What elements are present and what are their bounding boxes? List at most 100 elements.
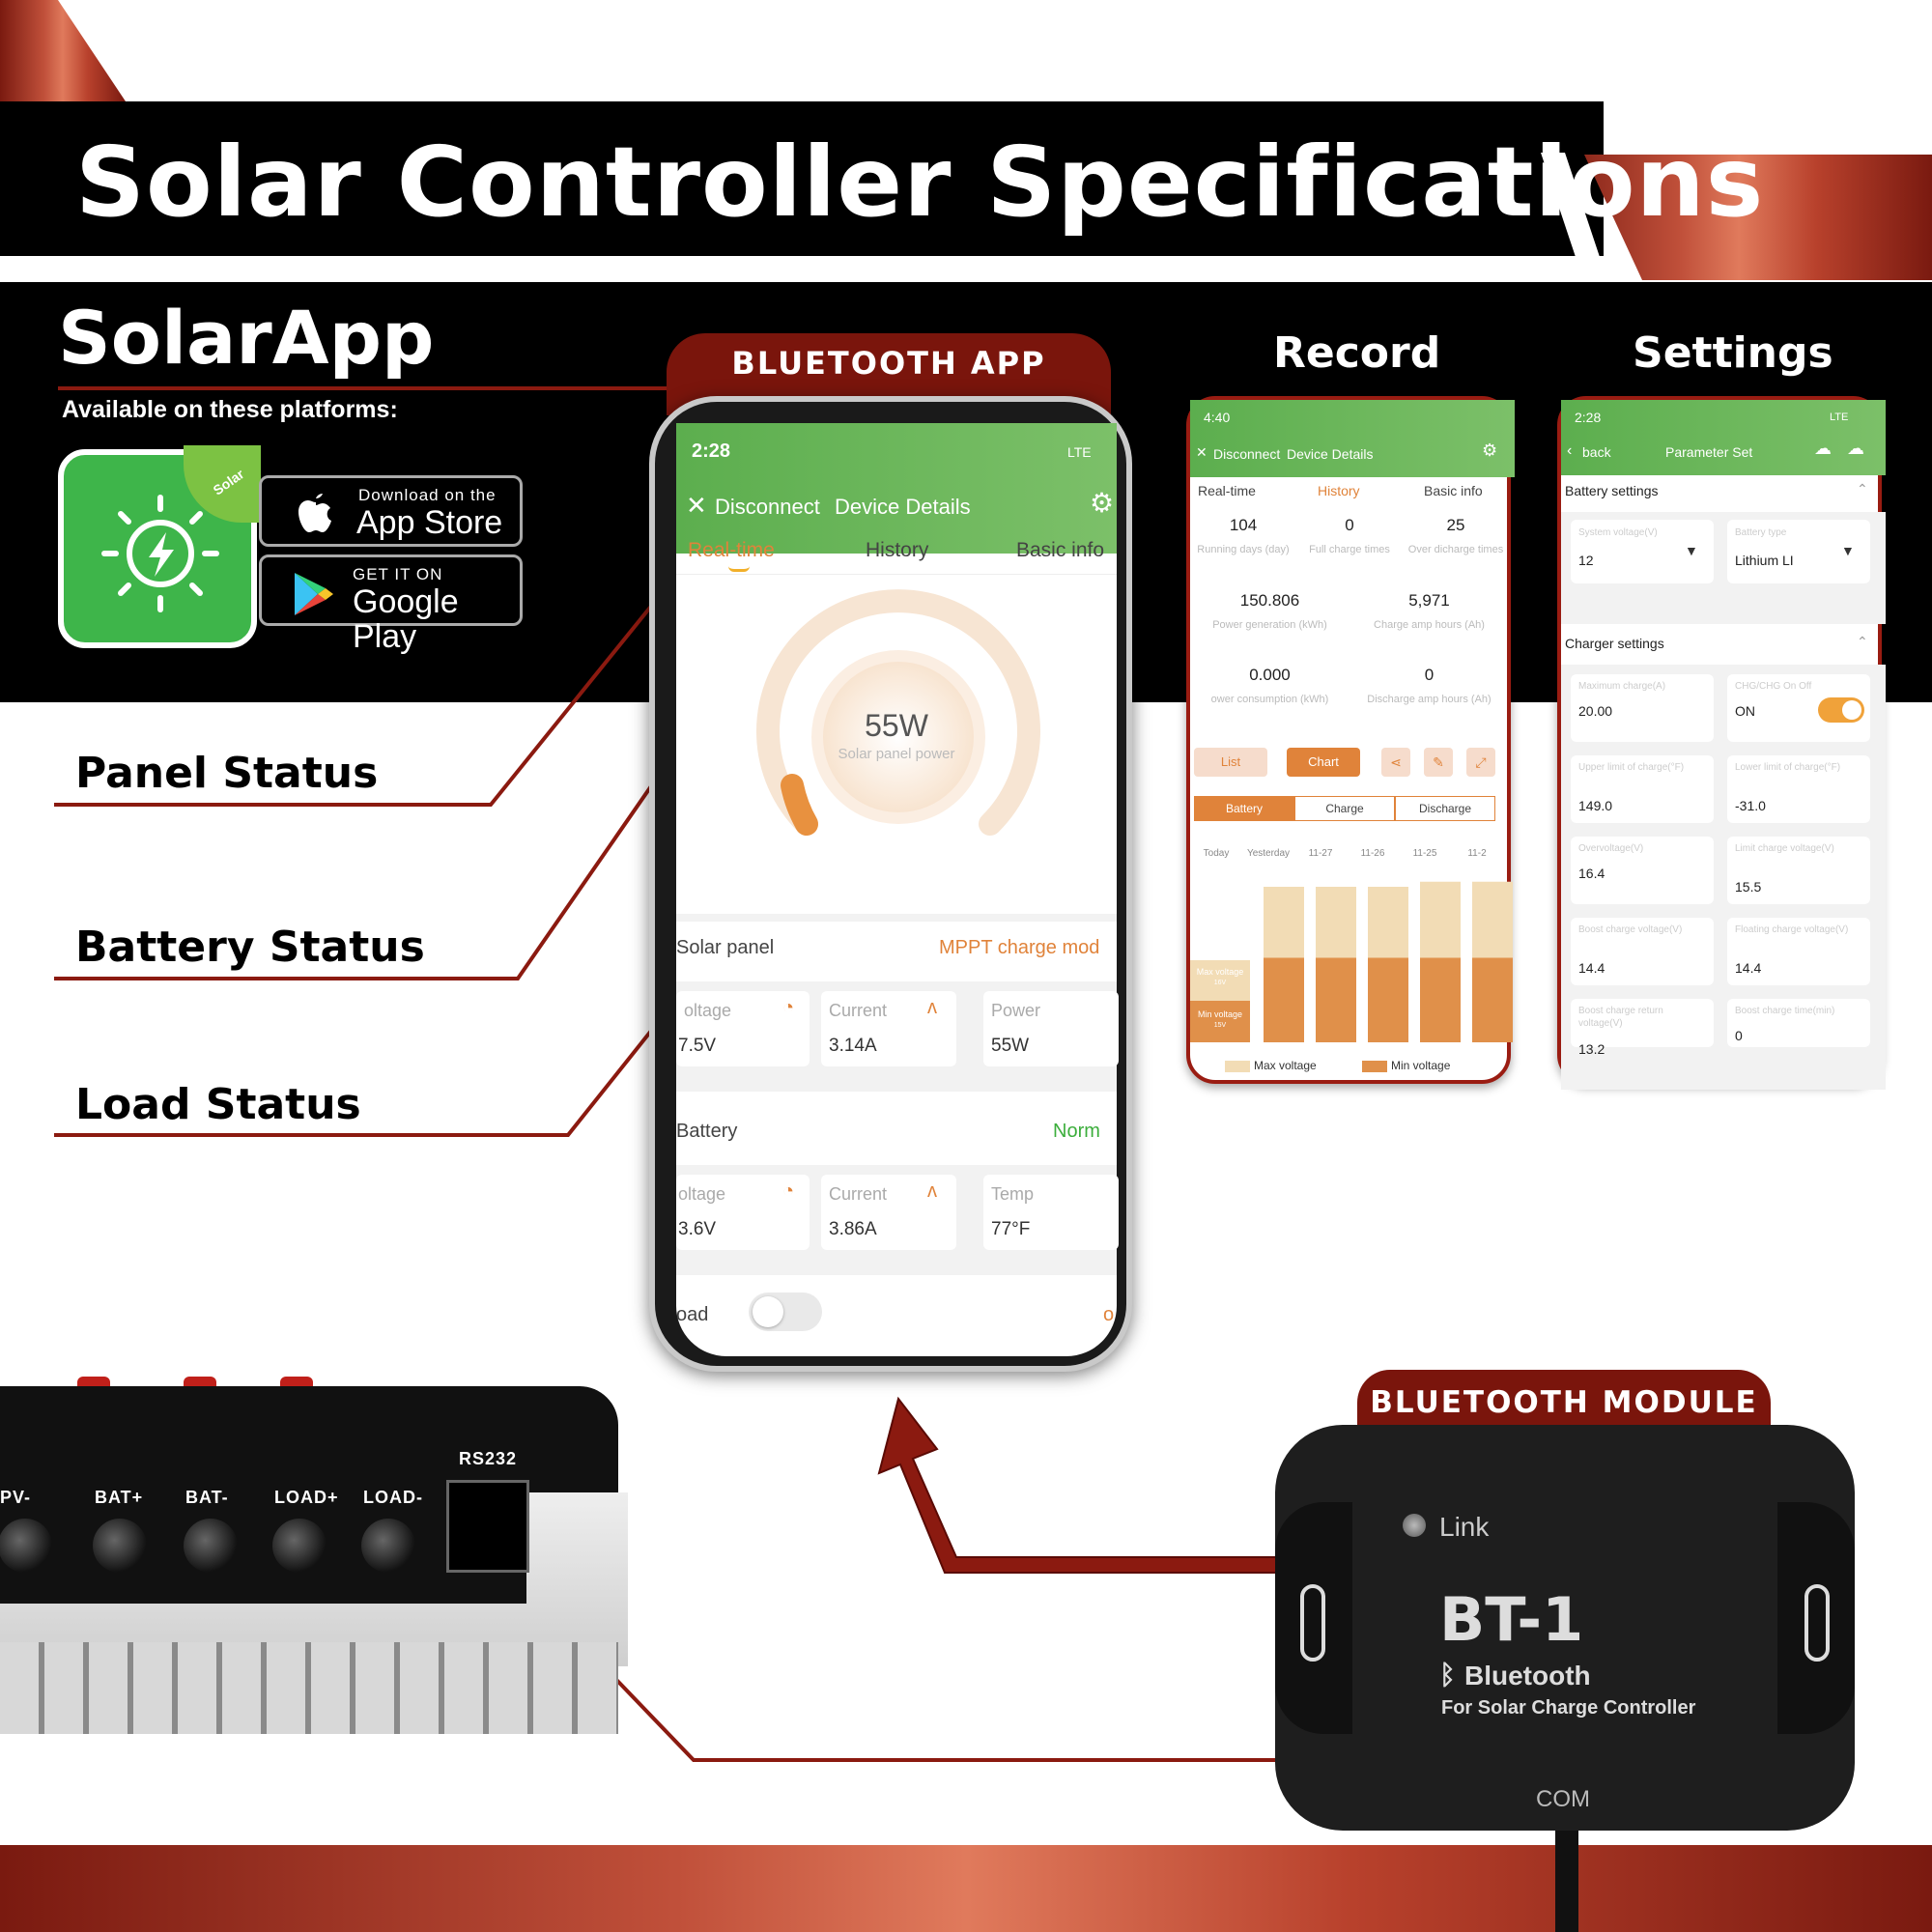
module-left-ear: [1275, 1502, 1352, 1734]
record-disconnect[interactable]: Disconnect: [1213, 446, 1281, 462]
chevron-up-icon[interactable]: ⌃: [1857, 481, 1868, 497]
apple-icon: [297, 490, 335, 536]
load-label: oad: [676, 1304, 709, 1325]
battery-temp-value: 77°F: [991, 1219, 1031, 1239]
chg-toggle[interactable]: [1818, 697, 1864, 723]
record-heading: Record: [1273, 328, 1441, 378]
setting-field[interactable]: Boost charge return voltage(V)13.2: [1571, 999, 1714, 1057]
expand-icon[interactable]: ⤢: [1466, 748, 1495, 777]
record-tab-basic[interactable]: Basic info: [1424, 483, 1483, 498]
setting-field[interactable]: Upper limit of charge(°F)149.0: [1571, 755, 1714, 823]
bar-min: [1472, 957, 1513, 1042]
record-stat-value: 0: [1345, 516, 1354, 534]
setting-field[interactable]: Lower limit of charge(°F)-31.0: [1727, 755, 1870, 823]
bluetooth-module-label: BLUETOOTH MODULE: [1370, 1385, 1758, 1420]
terminal-port[interactable]: [272, 1519, 327, 1573]
link-led: [1403, 1514, 1426, 1537]
setting-field[interactable]: Maximum charge(A)20.00: [1571, 674, 1714, 742]
record-stat-label: Over dicharge times: [1407, 544, 1504, 555]
google-play-button[interactable]: GET IT ON Google Play: [259, 554, 523, 654]
load-toggle[interactable]: [749, 1293, 822, 1331]
setting-field[interactable]: Limit charge voltage(V) 15.5: [1727, 837, 1870, 904]
record-header: [1190, 400, 1515, 477]
title-band: [0, 101, 1604, 256]
setting-field-label: Limit charge voltage(V): [1735, 843, 1834, 854]
chart-button[interactable]: Chart: [1287, 748, 1360, 777]
gear-icon[interactable]: ⚙: [1482, 440, 1498, 460]
chart-tab-discharge[interactable]: Discharge: [1395, 796, 1495, 821]
record-stat-label: Charge amp hours (Ah): [1374, 619, 1485, 631]
battery-type-select[interactable]: Battery type Lithium LI ▼: [1727, 520, 1870, 583]
setting-field[interactable]: Boost charge time(min)0: [1727, 999, 1870, 1047]
terminal-port[interactable]: [184, 1519, 238, 1573]
terminal-port[interactable]: [0, 1519, 52, 1573]
record-stat-value: 150.806: [1239, 591, 1300, 610]
legend-min-swatch: [1362, 1061, 1387, 1072]
solar-power-card: Power 55W: [983, 991, 1119, 1066]
clean-icon[interactable]: ✎: [1424, 748, 1453, 777]
setting-field-value: 14.4: [1578, 960, 1605, 976]
close-icon[interactable]: ✕: [686, 491, 707, 520]
main-phone-screen: 2:28 LTE ✕ Disconnect Device Details ⚙ R…: [676, 423, 1119, 1356]
module-right-ear: [1777, 1502, 1855, 1734]
solar-voltage-card: oltage ◔ 7.5V: [676, 991, 810, 1066]
charger-settings-heading: Charger settings: [1565, 636, 1664, 651]
chart-tab-charge[interactable]: Charge: [1294, 796, 1395, 821]
back-chevron-icon[interactable]: ‹: [1567, 442, 1573, 459]
chart-day-label: Today: [1204, 848, 1230, 859]
bottom-accent-band: [0, 1845, 1932, 1932]
status-network: LTE: [1067, 444, 1092, 460]
setting-field[interactable]: Boost charge voltage(V) 14.4: [1571, 918, 1714, 985]
module-left-slot: [1300, 1584, 1325, 1662]
cloud-upload-icon[interactable]: ☁: [1814, 439, 1832, 458]
link-label: Link: [1439, 1512, 1490, 1542]
record-stat-value: 0.000: [1249, 666, 1291, 684]
close-icon[interactable]: ✕: [1196, 444, 1208, 460]
list-button[interactable]: List: [1194, 748, 1267, 777]
system-voltage-select[interactable]: System voltage(V) 12 ▼: [1571, 520, 1714, 583]
record-stat-value: 5,971: [1408, 591, 1450, 610]
tab-basic-info[interactable]: Basic info: [1016, 539, 1105, 561]
chart-day-label: 11-27: [1309, 848, 1333, 859]
setting-field-label: Maximum charge(A): [1578, 681, 1666, 692]
record-tab-realtime[interactable]: Real-time: [1198, 483, 1256, 498]
setting-field[interactable]: Floating charge voltage(V)14.4: [1727, 918, 1870, 985]
rs232-port[interactable]: [446, 1480, 529, 1573]
app-store-button[interactable]: Download on the App Store: [259, 475, 523, 547]
today-min-block: [1190, 1001, 1250, 1042]
app-store-small-text: Download on the: [358, 486, 497, 504]
today-block-label: Max voltage: [1197, 967, 1244, 977]
solar-section-divider: [676, 914, 1117, 922]
tab-realtime-underline: [728, 566, 750, 572]
battery-type-label: Battery type: [1735, 527, 1787, 538]
chart-tab-battery[interactable]: Battery: [1194, 796, 1294, 821]
setting-field-label: Boost charge voltage(V): [1578, 924, 1683, 935]
today-block-label: 15V: [1214, 1022, 1227, 1029]
share-icon[interactable]: ⋖: [1381, 748, 1410, 777]
disconnect-link[interactable]: Disconnect: [715, 495, 820, 519]
setting-field-label: Overvoltage(V): [1578, 843, 1644, 854]
cloud-download-icon[interactable]: ☁: [1847, 439, 1864, 458]
legend-max-label: Max voltage: [1254, 1059, 1317, 1072]
terminal-port[interactable]: [93, 1519, 147, 1573]
legend-min-label: Min voltage: [1391, 1059, 1451, 1072]
bar-min: [1368, 957, 1408, 1042]
setting-field[interactable]: Overvoltage(V)16.4: [1571, 837, 1714, 904]
app-name-underline: [58, 386, 671, 390]
chevron-up-icon[interactable]: ⌃: [1857, 634, 1868, 649]
tab-history[interactable]: History: [866, 539, 929, 561]
gear-icon[interactable]: ⚙: [1090, 488, 1115, 518]
com-label: COM: [1536, 1786, 1590, 1812]
bt1-module: Link BT-1 ᛒ Bluetooth For Solar Charge C…: [1275, 1425, 1855, 1831]
setting-field-value: 15.5: [1735, 879, 1762, 895]
tab-realtime[interactable]: Real-time: [688, 539, 775, 561]
solarapp-icon[interactable]: Solar: [58, 445, 261, 648]
record-tab-history[interactable]: History: [1318, 483, 1360, 498]
status-time: 2:28: [692, 440, 731, 462]
back-link[interactable]: back: [1582, 444, 1611, 460]
system-voltage-value: 12: [1578, 553, 1594, 568]
terminal-port[interactable]: [361, 1519, 415, 1573]
battery-section-label: Battery: [676, 1121, 738, 1142]
